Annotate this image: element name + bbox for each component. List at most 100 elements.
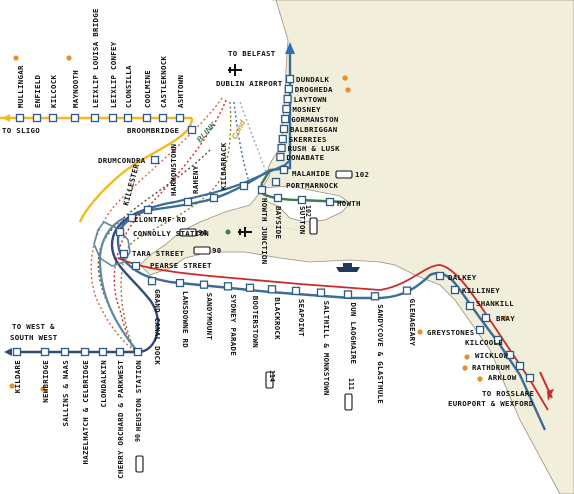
label-to-sligo: TO SLIGO xyxy=(2,126,40,135)
line-dart-north xyxy=(149,50,292,212)
station-label-coolmine: COOLMINE xyxy=(143,70,152,108)
station-marker-dun_laoghaire xyxy=(343,290,353,299)
station-marker-bayside xyxy=(273,193,283,203)
station-marker-sandymount xyxy=(199,280,209,289)
intercity-dot-newbridge xyxy=(40,386,46,392)
station-marker-tara_street xyxy=(119,249,129,259)
bus-icon-malahide xyxy=(335,170,353,179)
intercity-dot-greystones xyxy=(417,329,423,335)
station-label-lansdowne-rd: LANSDOWNE RD xyxy=(181,291,190,348)
station-marker-raheny xyxy=(209,193,219,203)
label-bus-102: 102 xyxy=(355,170,369,179)
station-label-portmarnock: PORTMARNOCK xyxy=(286,181,338,190)
station-label-raheny: RAHENY xyxy=(191,165,200,194)
station-marker-connolly xyxy=(115,227,125,237)
station-marker-blackrock xyxy=(267,285,277,294)
bus-icon-dun-laoghaire xyxy=(344,393,353,411)
label-bus-90: 90 xyxy=(198,228,208,237)
station-marker-ashtown xyxy=(175,113,185,123)
intercity-dot-rathdrum xyxy=(462,365,468,371)
station-marker-clontarf_rd xyxy=(127,213,137,223)
station-marker-broombridge xyxy=(187,125,197,135)
station-marker-pearse_street xyxy=(131,261,141,271)
bus-icon-heuston xyxy=(135,455,144,473)
station-label-connolly: CONNOLLY STATION xyxy=(133,229,209,238)
station-label-mosney: MOSNEY xyxy=(292,105,321,114)
station-label-arklow: ARKLOW xyxy=(488,373,517,382)
station-marker-grand_canal_dock xyxy=(147,276,157,286)
station-label-gormanston: GORMANSTON xyxy=(291,115,339,124)
station-label-castleknock: CASTLEKNOCK xyxy=(159,56,168,108)
station-marker-sydney_parade xyxy=(223,282,233,291)
label-to-west: TO WEST & xyxy=(12,322,55,331)
station-marker-glenageary xyxy=(402,286,412,295)
station-marker-balbriggan xyxy=(279,124,289,134)
station-marker-enfield xyxy=(32,113,42,123)
station-marker-salthill xyxy=(316,288,326,297)
station-label-howth-junction: HOWTH JUNCTION xyxy=(260,198,269,265)
west-arrow-icon xyxy=(4,348,12,356)
station-marker-drogheda xyxy=(284,84,293,94)
station-label-rush-lusk: RUSH & LUSK xyxy=(288,144,340,153)
station-label-bray: BRAY xyxy=(496,314,515,323)
station-label-leixlip-louisa: LEIXLIP LOUISA BRIDGE xyxy=(91,8,100,108)
stations-layer xyxy=(9,55,535,473)
sligo-arrow-icon xyxy=(2,114,10,122)
label-south-west: SOUTH WEST xyxy=(10,333,58,342)
bus-icon-connolly xyxy=(179,228,197,237)
station-marker-heuston xyxy=(133,347,143,357)
station-label-rathdrum: RATHDRUM xyxy=(472,363,510,372)
brand-cond: Cond xyxy=(230,118,248,141)
label-bus-102-sutton: 102 xyxy=(304,205,312,217)
station-marker-donabate xyxy=(276,152,285,162)
brand-blink: BLINK xyxy=(195,119,219,144)
station-label-dundalk: DUNDALK xyxy=(296,75,329,84)
label-bus-114: 114 xyxy=(268,370,276,382)
station-marker-kilcock xyxy=(48,113,58,123)
station-label-kilcock: KILCOCK xyxy=(49,75,58,108)
station-label-shankill: SHANKILL xyxy=(476,299,514,308)
intercity-dot-kildare xyxy=(9,383,15,389)
station-label-dalkey: DALKEY xyxy=(448,273,477,282)
station-label-ashtown: ASHTOWN xyxy=(176,75,185,108)
station-label-harmonstown: HARMONSTOWN xyxy=(169,144,178,196)
station-label-booterstown: BOOTERSTOWN xyxy=(251,296,260,348)
station-marker-drumcondra xyxy=(150,155,160,165)
station-marker-lansdowne_rd xyxy=(175,278,185,288)
station-marker-greystones xyxy=(475,325,485,335)
station-marker-dalkey xyxy=(435,271,445,281)
plane-icon-connolly xyxy=(238,227,252,237)
station-marker-malahide xyxy=(279,165,289,175)
line-phoenix-park xyxy=(98,217,139,353)
station-marker-hazelhatch xyxy=(80,347,90,357)
station-marker-sandycove xyxy=(370,292,380,301)
station-marker-clondalkin xyxy=(98,347,108,357)
station-label-salthill: SALTHILL & MONKSTOWN xyxy=(322,301,331,396)
bay-contour xyxy=(239,225,301,231)
station-marker-dundalk xyxy=(285,74,295,84)
station-marker-kilbarrack xyxy=(239,181,249,191)
station-label-enfield: ENFIELD xyxy=(33,75,42,108)
station-marker-maynooth xyxy=(70,113,80,123)
ferry-icon xyxy=(336,263,360,272)
plane-icon-belfast xyxy=(228,64,242,76)
station-marker-bray xyxy=(481,313,491,323)
station-label-leixlip-confey: LEIXLIP CONFEY xyxy=(109,41,118,108)
station-label-mullingar: MULLINGAR xyxy=(16,65,25,108)
station-marker-leixlip_louisa xyxy=(90,113,100,123)
station-label-greystones: GREYSTONES xyxy=(427,328,475,337)
station-label-maynooth: MAYNOOTH xyxy=(71,70,80,108)
label-to-belfast: TO BELFAST xyxy=(228,49,276,58)
station-label-pearse-street: PEARSE STREET xyxy=(150,261,212,270)
station-marker-wicklow xyxy=(505,350,515,360)
station-marker-newbridge xyxy=(40,347,50,357)
station-marker-howth xyxy=(325,197,335,207)
station-marker-rush_lusk xyxy=(277,143,286,153)
luas-green-dot xyxy=(225,229,231,235)
station-marker-sallins xyxy=(60,347,70,357)
station-marker-sutton xyxy=(297,195,307,205)
station-label-kildare: KILDARE xyxy=(13,360,22,393)
station-label-wicklow: WICKLOW xyxy=(475,351,508,360)
station-marker-seapoint xyxy=(291,286,301,296)
